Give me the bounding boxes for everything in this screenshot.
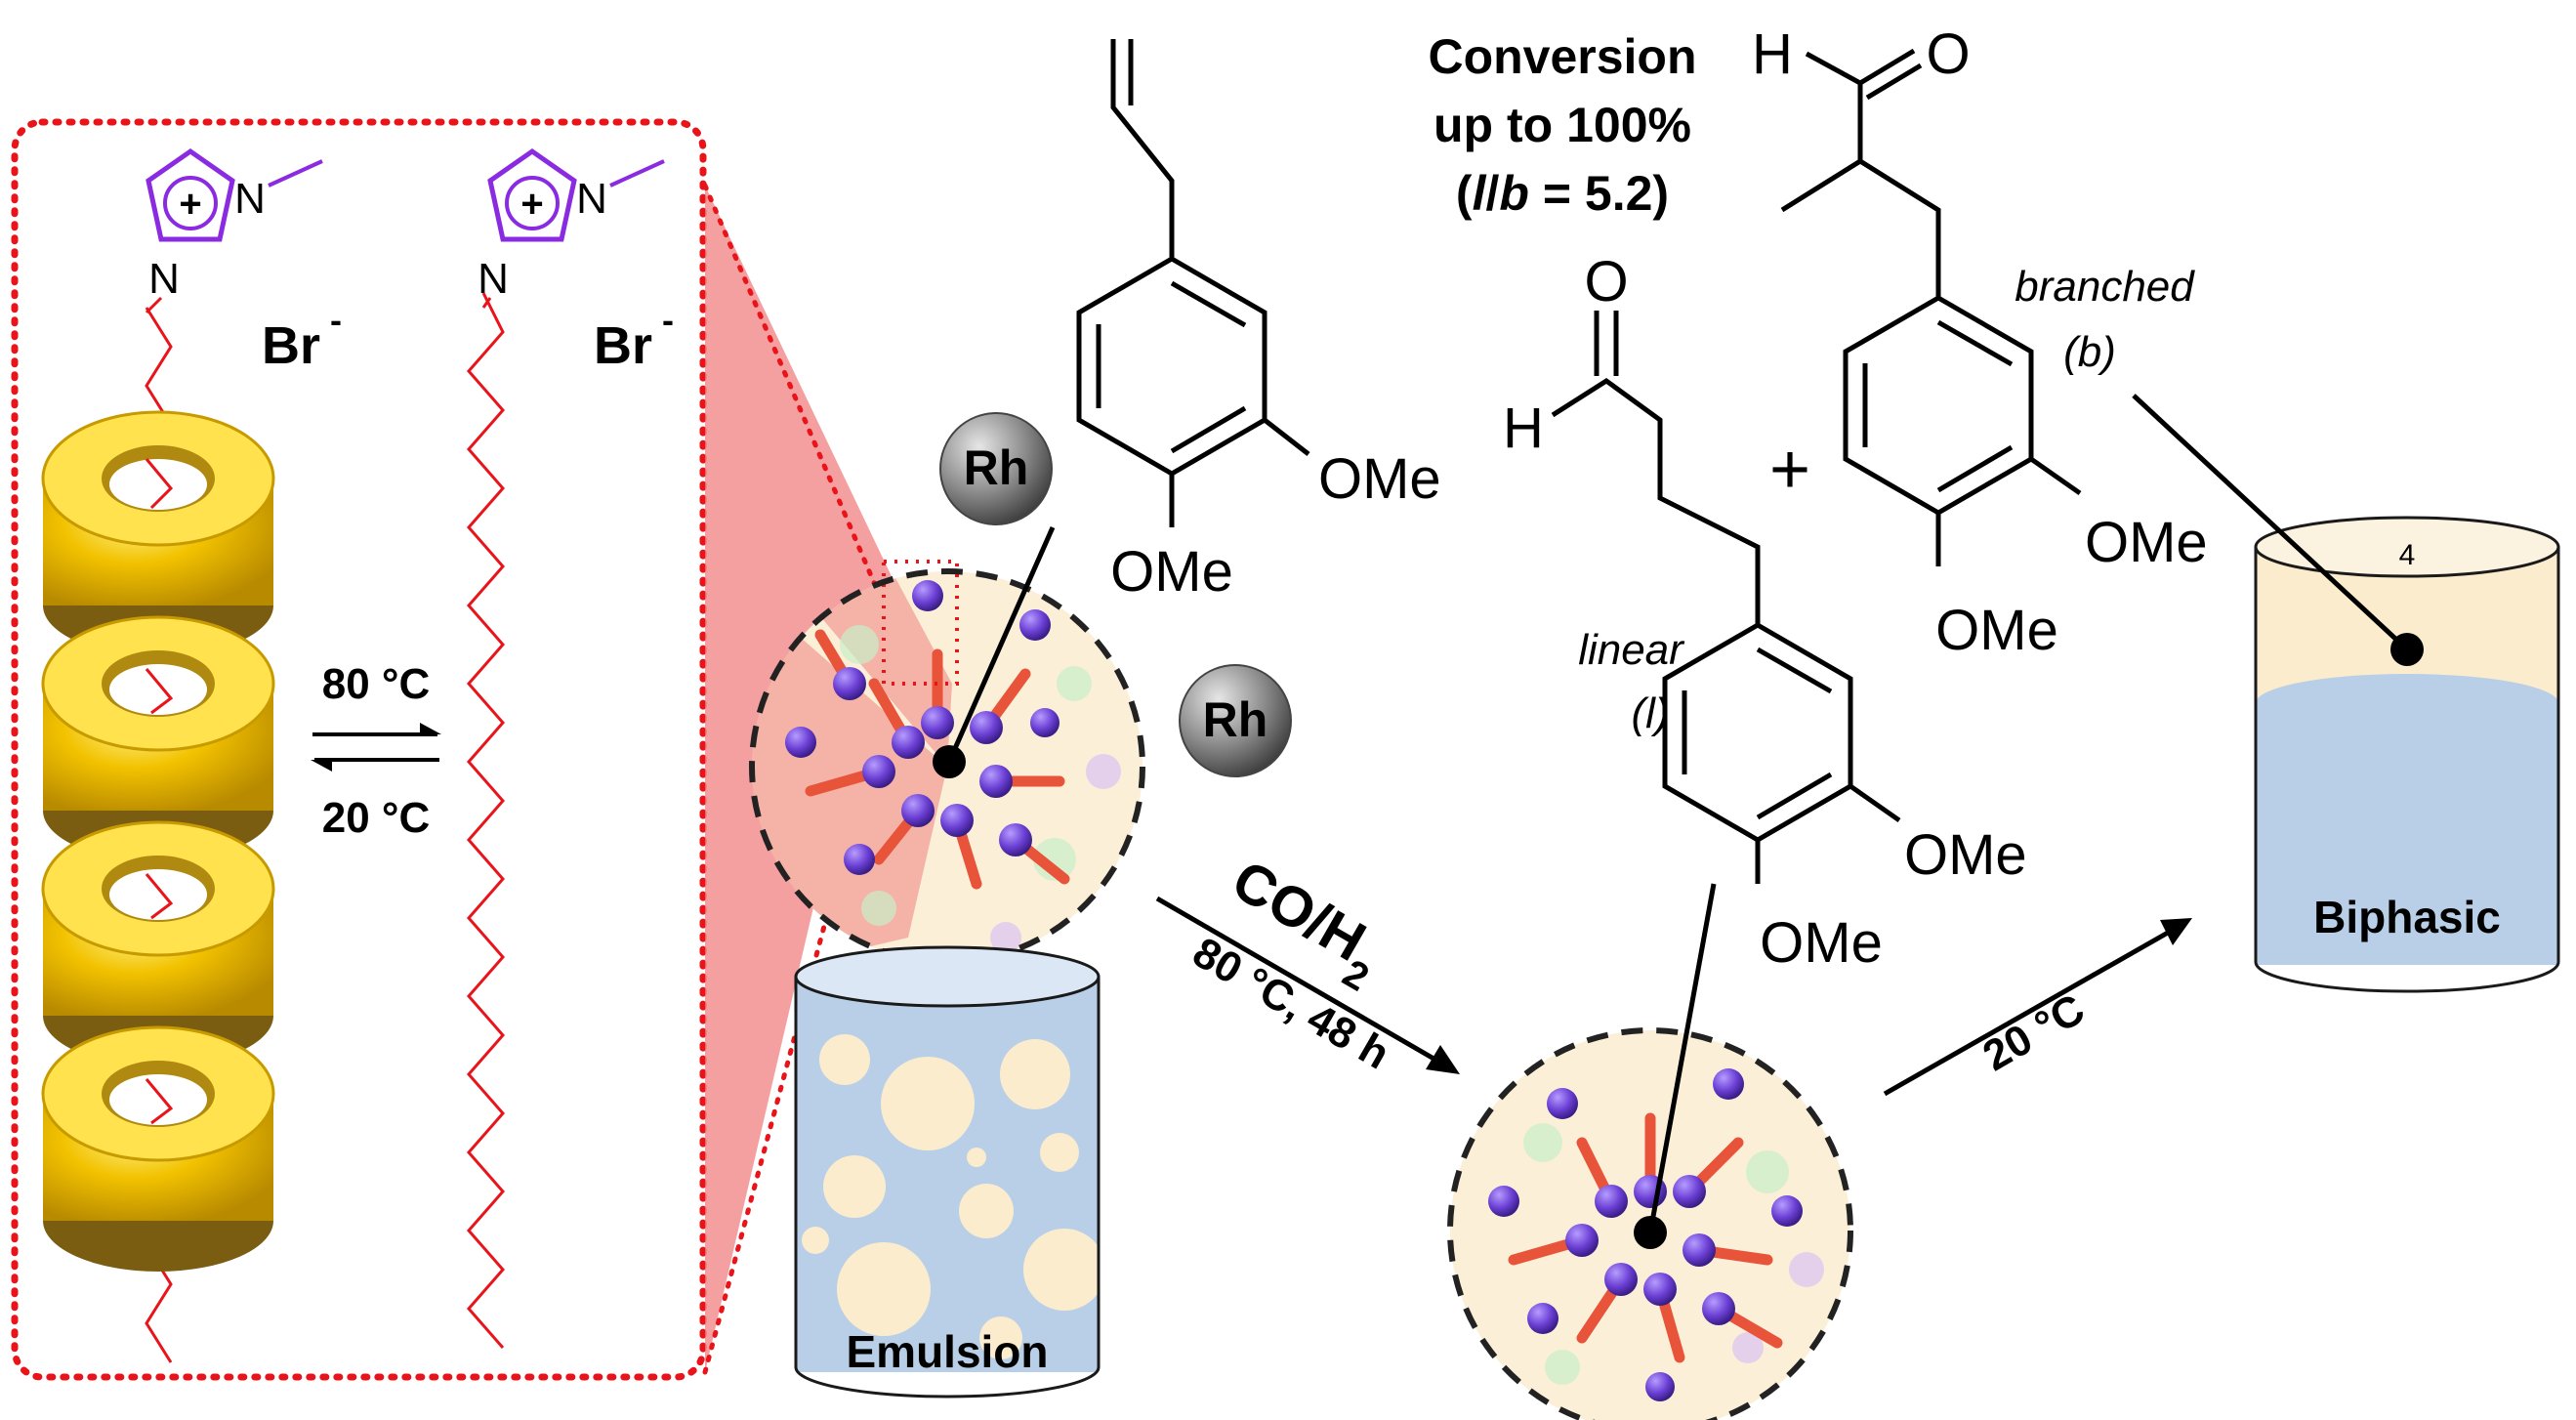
bromide-label: Br xyxy=(594,316,652,375)
cooling-temp-label: 20 °C xyxy=(322,794,431,842)
bromide-label: Br xyxy=(262,316,320,375)
linear-h-label: H xyxy=(1503,397,1544,460)
rhodium-catalyst-bottom: Rh xyxy=(1179,664,1292,777)
nitrogen-label: N xyxy=(576,175,607,223)
linear-o-label: O xyxy=(1584,250,1628,313)
nitrogen-label: N xyxy=(234,175,266,223)
biphasic-label: Biphasic xyxy=(2313,892,2501,942)
dotted-frame xyxy=(11,118,707,1381)
cation-charge-label: + xyxy=(179,183,201,226)
rhodium-label: Rh xyxy=(1203,692,1268,747)
conversion-block: Conversion up to 100% (l/b = 5.2) xyxy=(1428,29,1696,221)
emulsion-label: Emulsion xyxy=(846,1326,1048,1377)
linear-name-label: linear xyxy=(1578,626,1685,674)
substrate-ome-bottom: OMe xyxy=(1110,540,1233,604)
substrate-ome-right: OMe xyxy=(1318,447,1441,511)
bromide-charge: - xyxy=(662,300,674,340)
linear-abbr-label: (l) xyxy=(1631,689,1669,737)
cooling-label: 20 °C xyxy=(1975,985,2093,1081)
imidazolium-head-1: + N N Br - xyxy=(145,147,342,375)
biphasic-vial-icon: 4 Biphasic xyxy=(2254,516,2560,993)
alkyl-chain-free xyxy=(467,292,505,1349)
conversion-line-1: Conversion xyxy=(1428,29,1696,84)
conversion-line-2: up to 100% xyxy=(1433,98,1691,152)
cyclodextrin-ring-icon xyxy=(41,1025,275,1272)
branched-abbr-label: (b) xyxy=(2063,328,2116,376)
surfactant-panel: + N N Br - + N N Br - 80 °C 20 ° xyxy=(11,118,707,1381)
linear-product-molecule: O H OMe OMe linear (l) xyxy=(1503,250,2027,975)
nitrogen-label: N xyxy=(148,255,180,303)
rhodium-label: Rh xyxy=(964,440,1029,495)
plus-sign: + xyxy=(1769,431,1810,509)
heating-temp-label: 80 °C xyxy=(322,660,431,708)
branched-o-label: O xyxy=(1926,22,1970,86)
emulsion-vial-icon: Emulsion xyxy=(794,945,1101,1399)
cooling-arrow: 20 °C xyxy=(1883,918,2192,1097)
bromide-charge: - xyxy=(330,300,342,340)
linear-ome-bottom: OMe xyxy=(1760,911,1883,975)
branched-name-label: branched xyxy=(2015,263,2195,311)
linear-ome-right: OMe xyxy=(1904,823,2027,887)
vial-marker-label: 4 xyxy=(2399,539,2416,571)
cyclodextrin-stack xyxy=(41,410,275,1272)
cation-charge-label: + xyxy=(520,183,543,226)
equilibrium-arrows: 80 °C 20 °C xyxy=(311,660,441,842)
conditions-label: 80 °C, 48 h xyxy=(1184,928,1397,1078)
selectivity-ratio: (l/b = 5.2) xyxy=(1456,166,1669,221)
cyclodextrin-ring-icon xyxy=(41,615,275,861)
branched-product-molecule: H O OMe OMe branched (b) xyxy=(1752,22,2208,662)
substrate-molecule xyxy=(1076,39,1310,527)
reaction-arrow: CO/H2 80 °C, 48 h xyxy=(1155,848,1460,1078)
branched-h-label: H xyxy=(1752,22,1793,86)
rhodium-catalyst-top: Rh xyxy=(939,412,1053,525)
nitrogen-label: N xyxy=(478,255,509,303)
branched-ome-bottom: OMe xyxy=(1935,599,2058,662)
imidazolium-head-2: + N N Br - xyxy=(478,147,674,375)
branched-ome-right: OMe xyxy=(2085,511,2208,574)
